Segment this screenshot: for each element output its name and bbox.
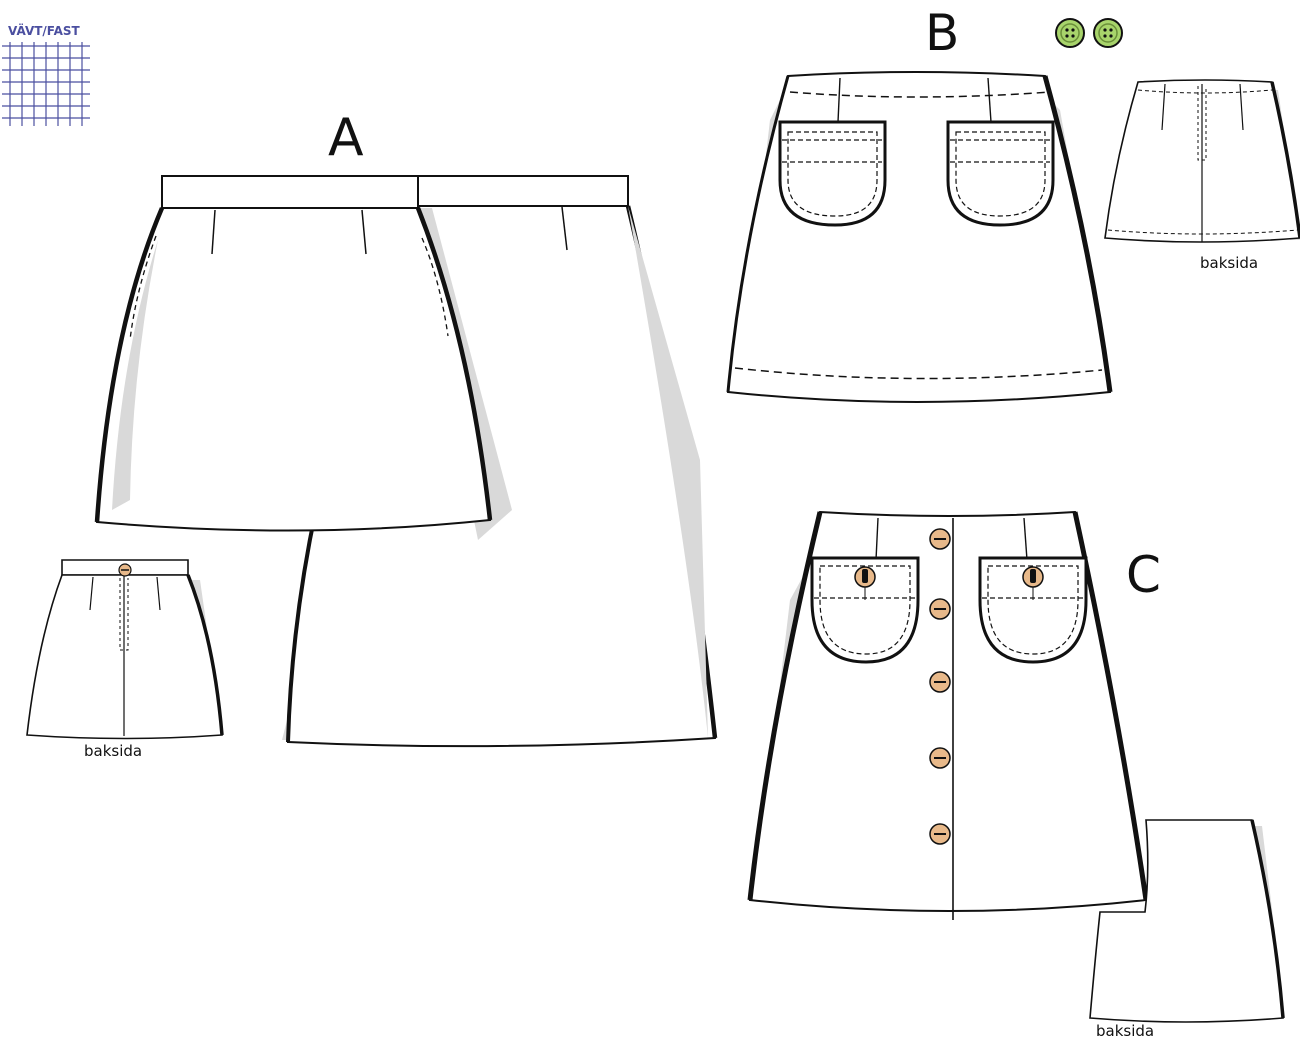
view-c-back: baksida — [1089, 819, 1285, 1040]
wood-button-icon — [929, 528, 951, 550]
wood-button-icon — [929, 747, 951, 769]
view-b-letter: B — [925, 4, 959, 62]
green-button-icon — [1055, 18, 1085, 48]
view-c-back-caption: baksida — [1096, 1022, 1154, 1040]
green-button-icon — [1093, 18, 1123, 48]
wood-button-icon — [854, 566, 876, 600]
view-b-left-pocket — [778, 120, 887, 227]
view-a-short-skirt — [94, 175, 512, 540]
view-a-back-caption: baksida — [84, 742, 142, 760]
view-a-back: baksida — [26, 559, 224, 760]
wood-button-icon — [118, 563, 132, 577]
fabric-type: VÄVT/FAST — [2, 23, 90, 126]
view-b-right-pocket — [946, 120, 1055, 227]
view-b-front — [726, 71, 1113, 403]
fabric-type-label: VÄVT/FAST — [8, 23, 81, 38]
view-b-back-caption: baksida — [1200, 254, 1258, 272]
view-c-letter: C — [1126, 546, 1161, 604]
wood-button-icon — [929, 598, 951, 620]
view-b-back: baksida — [1104, 79, 1300, 272]
wood-button-icon — [1022, 566, 1044, 600]
fabric-grid-icon — [2, 42, 90, 126]
view-c-left-pocket — [810, 556, 920, 664]
view-c-right-pocket — [978, 556, 1088, 664]
view-c-front — [747, 510, 1149, 920]
wood-button-icon — [929, 823, 951, 845]
wood-button-icon — [929, 671, 951, 693]
view-a-letter: A — [328, 108, 364, 168]
